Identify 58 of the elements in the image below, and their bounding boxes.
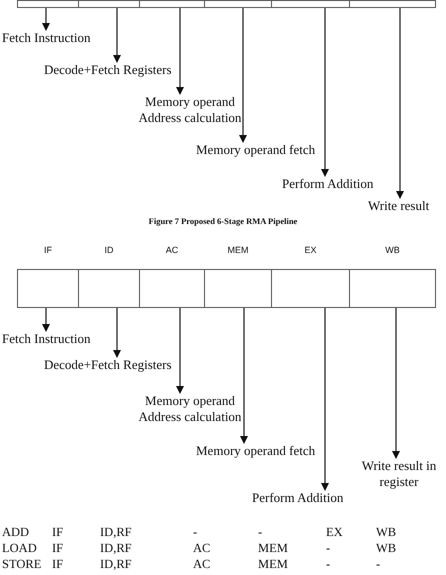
pipeline-stage-box xyxy=(78,0,140,8)
arrow xyxy=(321,308,329,491)
stage-label: WB xyxy=(384,244,401,256)
stage-entry: - xyxy=(326,556,330,572)
arrow xyxy=(113,8,121,63)
stage-label: AC xyxy=(164,244,180,256)
pipeline-stage-box xyxy=(204,0,272,8)
stage-description: Decode+Fetch Registers xyxy=(44,62,194,78)
stage-entry: IF xyxy=(52,524,64,540)
stage-entry: WB xyxy=(376,540,396,556)
arrow xyxy=(176,8,184,95)
stage-label: IF xyxy=(43,244,53,256)
stage-entry: - xyxy=(376,556,380,572)
stage-description: Memory operand fetch xyxy=(196,142,336,158)
stage-description: Perform Addition xyxy=(282,176,382,192)
stage-description: Memory operand fetch xyxy=(196,443,336,459)
stage-label: ID xyxy=(104,244,114,256)
stage-entry: ID,RF xyxy=(100,556,132,572)
stage-entry: EX xyxy=(326,524,343,540)
arrow xyxy=(113,308,121,358)
stage-description: Decode+Fetch Registers xyxy=(44,357,194,373)
stage-entry: MEM xyxy=(258,556,288,572)
stage-entry: ID,RF xyxy=(100,540,132,556)
stage-label: MEM xyxy=(226,244,250,256)
instruction-name: ADD xyxy=(2,524,30,540)
stage-entry: IF xyxy=(52,540,64,556)
instruction-name: STORE xyxy=(2,556,42,572)
stage-entry: AC xyxy=(193,556,210,572)
arrow xyxy=(176,308,184,394)
stage-entry: WB xyxy=(376,524,396,540)
stage-description: Write result xyxy=(368,198,444,214)
stage-description: Fetch Instruction xyxy=(2,331,122,347)
stage-entry: - xyxy=(326,540,330,556)
stage-entry: - xyxy=(193,524,198,540)
stage-description: Fetch Instruction xyxy=(2,30,122,46)
stage-description: Memory operand Address calculation xyxy=(130,393,250,425)
instruction-name: LOAD xyxy=(2,540,37,556)
arrow xyxy=(42,308,50,332)
stage-label: EX xyxy=(303,244,318,256)
stage-entry: AC xyxy=(193,540,210,556)
arrow xyxy=(392,308,400,459)
arrow xyxy=(321,8,329,177)
pipeline-stage-box xyxy=(139,0,205,8)
pipeline-stage-box xyxy=(271,0,350,8)
stage-entry: IF xyxy=(52,556,64,572)
stage-description: Memory operand Address calculation xyxy=(130,94,250,126)
arrow xyxy=(239,8,247,143)
pipeline-stage-box xyxy=(17,0,79,8)
figure-caption: Figure 7 Proposed 6-Stage RMA Pipeline xyxy=(148,216,298,226)
stage-entry: MEM xyxy=(258,540,288,556)
arrow xyxy=(396,8,404,199)
arrow xyxy=(42,8,50,31)
pipeline-stage-box xyxy=(349,0,436,8)
stage-description: Perform Addition xyxy=(252,490,352,506)
stage-entry: ID,RF xyxy=(100,524,132,540)
arrow xyxy=(240,308,248,444)
stage-description: Write result in register xyxy=(356,458,442,490)
stage-entry: - xyxy=(258,524,262,540)
